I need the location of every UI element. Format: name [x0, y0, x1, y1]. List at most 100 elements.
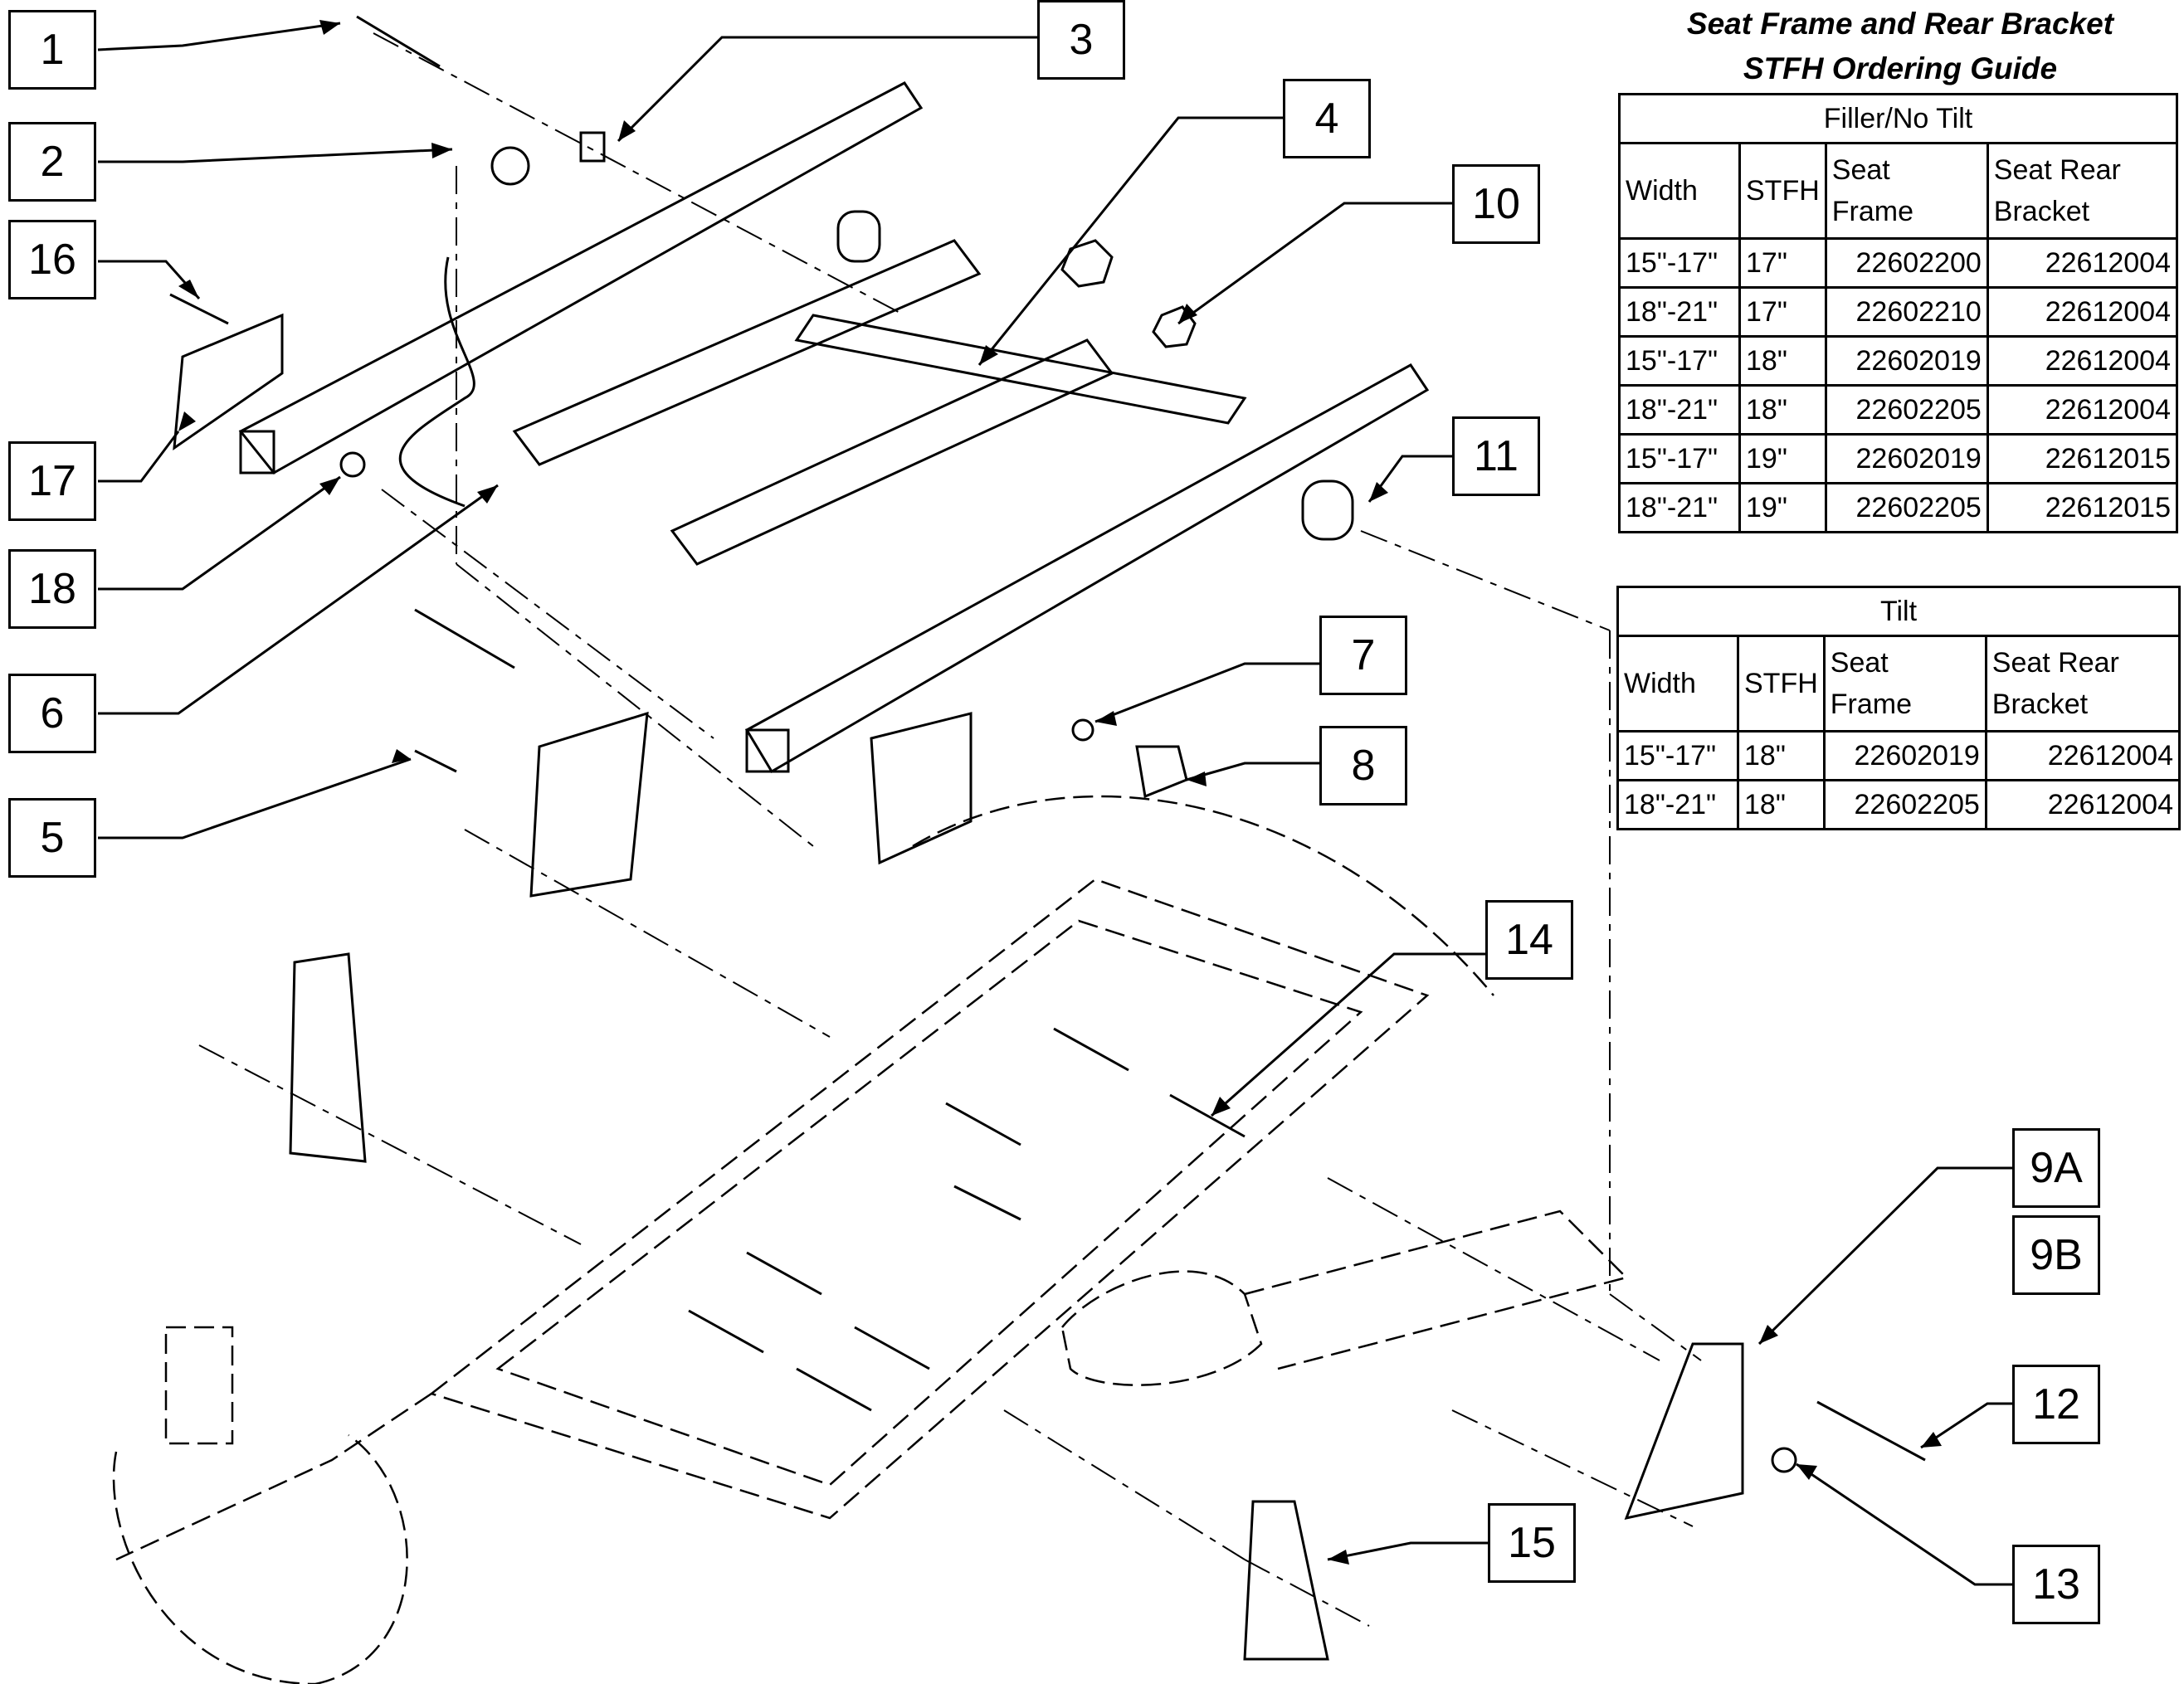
bolt-1	[356, 15, 441, 68]
bracket-15	[1243, 1500, 1329, 1661]
knob-8	[1135, 745, 1188, 799]
table-row: 18"-21" 19" 22602205 22612015	[1618, 482, 2179, 533]
right-rail-end	[745, 728, 790, 773]
spacer-upper	[836, 210, 881, 263]
callout-2: 2	[8, 122, 96, 202]
cell-width: 15"-17"	[1618, 433, 1741, 484]
base-frame-inner	[495, 919, 1363, 1487]
cell-seat-frame: 22602205	[1824, 482, 1989, 533]
bolt-14	[1169, 1093, 1246, 1138]
leader-arrowheads	[178, 20, 1942, 1565]
cell-seat-frame: 22602019	[1822, 730, 1987, 781]
cell-width: 15"-17"	[1618, 237, 1741, 289]
header-seat-rear-bracket: Seat Rear Bracket	[1986, 142, 2179, 240]
cell-rear-bracket: 22612004	[1986, 335, 2179, 387]
callout-18: 18	[8, 549, 96, 629]
spacer-11	[1301, 479, 1354, 541]
rear-arm	[1244, 1209, 1629, 1370]
table-row: 18"-21" 18" 22602205 22612004	[1618, 384, 2179, 436]
cell-seat-frame: 22602019	[1824, 433, 1989, 484]
left-rail-end	[239, 430, 275, 475]
callout-4: 4	[1283, 79, 1371, 158]
title-line-1: Seat Frame and Rear Bracket	[1686, 7, 2114, 41]
nut-13	[1771, 1447, 1797, 1473]
callout-3: 3	[1037, 0, 1125, 80]
seat-crossbar-1	[512, 239, 982, 466]
clamp-2	[490, 146, 530, 186]
bracket-left-lower	[289, 952, 367, 1163]
table-caption: Tilt	[1616, 586, 2181, 637]
cell-stfh: 19"	[1738, 482, 1827, 533]
cell-rear-bracket: 22612004	[1986, 237, 2179, 289]
cell-seat-frame: 22602205	[1824, 384, 1989, 436]
cell-seat-frame: 22602205	[1822, 779, 1987, 830]
cell-width: 15"-17"	[1618, 335, 1741, 387]
cell-stfh: 18"	[1737, 779, 1826, 830]
bracket-front	[870, 712, 973, 865]
center-lines	[198, 32, 1702, 1627]
bolt-c	[945, 1102, 1021, 1146]
bolt-a	[953, 1185, 1021, 1221]
callout-13: 13	[2012, 1545, 2100, 1624]
bolt-f	[854, 1326, 930, 1370]
callout-10: 10	[1452, 164, 1540, 244]
cell-stfh: 17"	[1738, 237, 1827, 289]
frame-left-tube	[115, 1392, 432, 1561]
nut-10a	[1060, 239, 1114, 288]
frame-upper-loop	[912, 795, 1494, 996]
callout-16: 16	[8, 220, 96, 299]
header-width: Width	[1618, 142, 1741, 240]
table-row: 15"-17" 19" 22602019 22612015	[1618, 433, 2179, 484]
title-line-2: STFH Ordering Guide	[1743, 51, 2058, 85]
bracket-17	[173, 313, 284, 451]
header-seat-frame: Seat Frame	[1824, 142, 1989, 240]
table-row: 15"-17" 17" 22602200 22612004	[1618, 237, 2179, 289]
cell-width: 18"-21"	[1618, 286, 1741, 338]
callout-7: 7	[1319, 616, 1407, 695]
base-frame-phantom	[112, 795, 1629, 1684]
callout-9b: 9B	[2012, 1215, 2100, 1295]
table-row: 15"-17" 18" 22602019 22612004	[1618, 335, 2179, 387]
front-seat-tube	[398, 256, 475, 508]
bracket-9	[1624, 1342, 1744, 1521]
seat-crossbar-3	[794, 314, 1247, 425]
leader-lines	[97, 22, 2012, 1586]
cell-rear-bracket: 22612004	[1984, 730, 2182, 781]
cell-width: 18"-21"	[1618, 384, 1741, 436]
header-seat-rear-bracket: Seat Rear Bracket	[1984, 635, 2182, 732]
left-seat-rail	[238, 81, 924, 475]
seat-crossbar-2	[670, 338, 1114, 566]
cell-stfh: 18"	[1738, 335, 1827, 387]
header-stfh: STFH	[1738, 142, 1827, 240]
callout-17: 17	[8, 441, 96, 521]
table-caption: Filler/No Tilt	[1618, 93, 2178, 144]
header-width: Width	[1616, 635, 1739, 732]
callout-12: 12	[2012, 1365, 2100, 1444]
bolt-long	[414, 608, 515, 669]
table-row: 18"-21" 17" 22602210 22612004	[1618, 286, 2179, 338]
cell-stfh: 17"	[1738, 286, 1827, 338]
spacer-3	[579, 131, 606, 163]
filler-no-tilt-table: Filler/No Tilt Width STFH Seat Frame Sea…	[1618, 93, 2179, 533]
callout-14: 14	[1485, 900, 1573, 980]
callout-11: 11	[1452, 416, 1540, 496]
cell-rear-bracket: 22612004	[1986, 286, 2179, 338]
washer-7	[1071, 718, 1094, 742]
cell-stfh: 18"	[1737, 730, 1826, 781]
cell-stfh: 18"	[1738, 384, 1827, 436]
bolt-12	[1816, 1400, 1926, 1462]
bolt-16	[169, 293, 229, 325]
header-seat-frame: Seat Frame	[1822, 635, 1987, 732]
drive-motor	[1060, 1270, 1263, 1386]
bolt-b	[1053, 1027, 1129, 1072]
table-row: 18"-21" 18" 22602205 22612004	[1616, 779, 2182, 830]
tilt-table: Tilt Width STFH Seat Frame Seat Rear Bra…	[1616, 586, 2182, 830]
cell-stfh: 19"	[1738, 433, 1827, 484]
bolt-g	[796, 1367, 872, 1412]
cell-rear-bracket: 22612004	[1984, 779, 2182, 830]
ordering-guide-title: Seat Frame and Rear Bracket STFH Orderin…	[1618, 2, 2182, 91]
cell-width: 18"-21"	[1618, 482, 1741, 533]
cell-width: 15"-17"	[1616, 730, 1739, 781]
cell-seat-frame: 22602200	[1824, 237, 1989, 289]
